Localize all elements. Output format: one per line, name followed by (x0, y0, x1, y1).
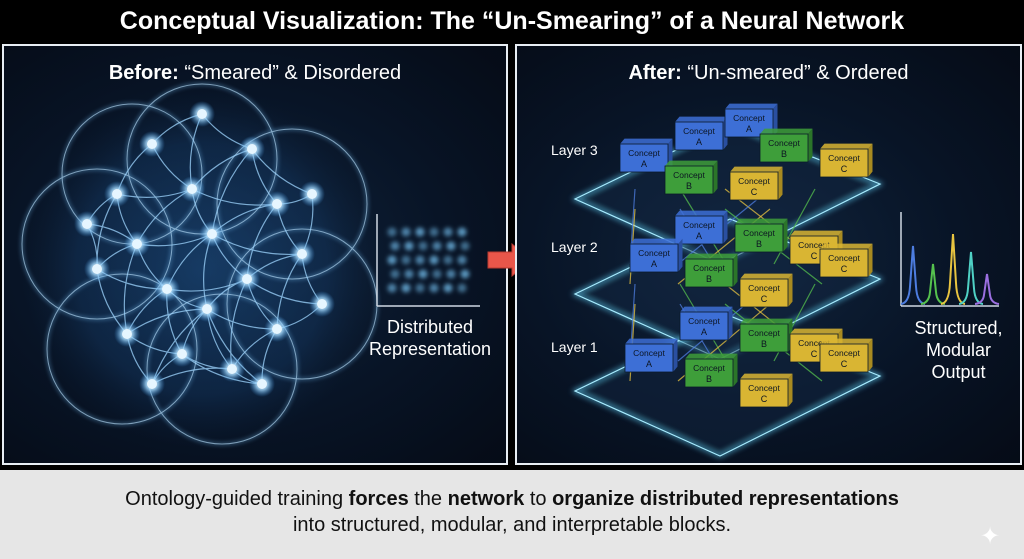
structured-output-plot (900, 212, 1000, 307)
svg-text:C: C (811, 251, 818, 261)
svg-text:A: A (696, 231, 702, 241)
svg-text:B: B (781, 149, 787, 159)
footer-line-1: Ontology-guided training forces the netw… (125, 488, 899, 510)
page-title: Conceptual Visualization: The “Un-Smeari… (0, 0, 1024, 42)
svg-text:A: A (696, 137, 702, 147)
footer-summary: Ontology-guided training forces the netw… (0, 470, 1024, 559)
after-heading-bold: After: (628, 62, 682, 84)
network-cloud (21, 83, 382, 449)
svg-text:Concept: Concept (828, 153, 860, 163)
svg-text:Concept: Concept (693, 363, 725, 373)
svg-text:A: A (641, 159, 647, 169)
svg-text:Concept: Concept (683, 220, 715, 230)
svg-text:A: A (746, 124, 752, 134)
layered-concept-stack: ConceptAConceptAConceptBConceptAConceptC… (571, 103, 1000, 458)
footer-text: Ontology-guided training forces the netw… (20, 486, 1004, 538)
svg-text:Concept: Concept (798, 240, 830, 250)
svg-text:Concept: Concept (738, 176, 770, 186)
distributed-representation-caption: Distributed Representation (368, 317, 492, 359)
svg-text:C: C (761, 394, 768, 404)
before-heading-bold: Before: (108, 62, 179, 84)
svg-text:A: A (701, 327, 707, 337)
footer-line-2: into structured, modular, and interpreta… (292, 514, 732, 536)
svg-text:Concept: Concept (748, 383, 780, 393)
svg-text:Concept: Concept (633, 348, 665, 358)
svg-text:A: A (646, 359, 652, 369)
svg-text:C: C (761, 294, 768, 304)
svg-text:B: B (761, 339, 767, 349)
before-panel: Before: “Smeared” & Disordered (2, 44, 508, 465)
svg-text:Concept: Concept (798, 338, 830, 348)
before-heading-rest: “Smeared” & Disordered (178, 62, 402, 84)
svg-text:Concept: Concept (638, 248, 670, 258)
after-heading: After: “Un-smeared” & Ordered (515, 62, 1022, 85)
svg-text:Concept: Concept (673, 170, 705, 180)
svg-text:Concept: Concept (688, 316, 720, 326)
svg-text:A: A (651, 259, 657, 269)
after-heading-rest: “Un-smeared” & Ordered (681, 62, 909, 84)
svg-text:Concept: Concept (748, 283, 780, 293)
svg-text:Concept: Concept (748, 328, 780, 338)
svg-text:C: C (841, 164, 848, 174)
svg-text:C: C (751, 187, 758, 197)
before-heading: Before: “Smeared” & Disordered (2, 62, 508, 85)
smeared-network-illustration (21, 83, 480, 449)
svg-text:C: C (841, 264, 848, 274)
layer-1-label: Layer 1 (551, 339, 598, 355)
svg-text:Concept: Concept (733, 113, 765, 123)
svg-text:Concept: Concept (743, 228, 775, 238)
svg-text:Concept: Concept (628, 148, 660, 158)
layer-2-label: Layer 2 (551, 239, 598, 255)
svg-text:C: C (841, 359, 848, 369)
svg-text:Concept: Concept (683, 126, 715, 136)
layer-3-label: Layer 3 (551, 142, 598, 158)
svg-text:B: B (686, 181, 692, 191)
svg-text:Concept: Concept (693, 263, 725, 273)
svg-text:Concept: Concept (828, 253, 860, 263)
distributed-representation-plot (376, 214, 480, 307)
svg-text:B: B (756, 239, 762, 249)
svg-text:B: B (706, 274, 712, 284)
svg-text:C: C (811, 349, 818, 359)
svg-text:Concept: Concept (828, 348, 860, 358)
sparkle-icon: ✦ (980, 523, 1001, 550)
svg-text:B: B (706, 374, 712, 384)
svg-text:Concept: Concept (768, 138, 800, 148)
structured-output-caption: Structured, Modular Output (914, 318, 1003, 382)
